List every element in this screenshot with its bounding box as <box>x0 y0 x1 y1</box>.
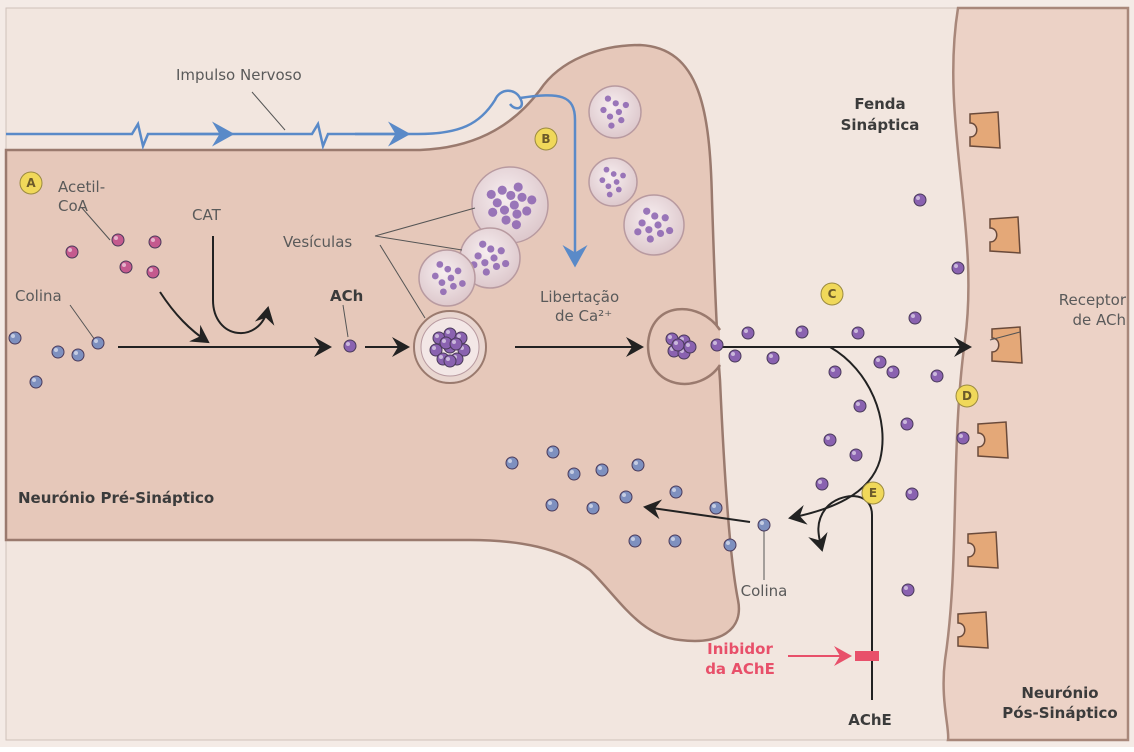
released-ach <box>672 339 684 351</box>
choline-molecule <box>758 519 770 531</box>
label-acetyl-coa-1: Acetil- <box>58 178 105 196</box>
choline-molecule <box>546 499 558 511</box>
choline-molecule <box>568 468 580 480</box>
ach-molecule <box>742 327 754 339</box>
label-ach: ACh <box>330 287 363 305</box>
ach-molecule <box>850 449 862 461</box>
acetyl-coa-molecule <box>149 236 161 248</box>
step-marker-a: A <box>20 172 42 194</box>
ach-molecule <box>887 366 899 378</box>
label-receptor-1: Receptor <box>1059 291 1127 309</box>
acetyl-coa-molecule <box>66 246 78 258</box>
choline-molecule <box>670 486 682 498</box>
ach-molecule <box>344 340 356 352</box>
label-impulse: Impulso Nervoso <box>176 66 302 84</box>
acetyl-coa-molecule <box>120 261 132 273</box>
released-ach <box>684 341 696 353</box>
ach-molecule <box>854 400 866 412</box>
step-marker-b-letter: B <box>541 132 550 146</box>
label-post-neuron-2: Pós-Sináptico <box>1002 704 1117 722</box>
label-vesicles: Vesículas <box>283 233 352 251</box>
ach-molecule <box>874 356 886 368</box>
vesicle-ach <box>450 338 462 350</box>
label-cat: CAT <box>192 206 222 224</box>
step-marker-c-letter: C <box>828 287 837 301</box>
ach-molecule <box>711 339 723 351</box>
step-marker-b: B <box>535 128 557 150</box>
ach-molecule <box>902 584 914 596</box>
ach-molecule <box>729 350 741 362</box>
ach-molecule <box>824 434 836 446</box>
label-cleft-2: Sináptica <box>841 116 920 134</box>
acetyl-coa-molecule <box>147 266 159 278</box>
choline-molecule <box>632 459 644 471</box>
ach-molecule <box>852 327 864 339</box>
choline-molecule <box>710 502 722 514</box>
ach-molecule <box>957 432 969 444</box>
choline-molecule <box>30 376 42 388</box>
label-receptor-2: de ACh <box>1073 311 1127 329</box>
label-pre-neuron: Neurónio Pré-Sináptico <box>18 489 214 507</box>
choline-molecule <box>724 539 736 551</box>
choline-molecule <box>52 346 64 358</box>
choline-molecule <box>9 332 21 344</box>
ach-molecule <box>767 352 779 364</box>
ach-molecule <box>796 326 808 338</box>
step-marker-d: D <box>956 385 978 407</box>
ach-molecule <box>829 366 841 378</box>
label-calcium-2: de Ca²⁺ <box>555 307 612 325</box>
choline-molecule <box>596 464 608 476</box>
vesicle <box>419 250 475 306</box>
ach-molecule <box>952 262 964 274</box>
vesicle <box>589 86 641 138</box>
label-inhibitor-1: Inibidor <box>707 640 773 658</box>
step-marker-d-letter: D <box>962 389 972 403</box>
ach-molecule <box>816 478 828 490</box>
vesicle-ach <box>444 355 456 367</box>
ach-molecule <box>931 370 943 382</box>
inhibitor-block <box>855 651 879 661</box>
label-cleft-1: Fenda <box>854 95 905 113</box>
step-marker-e: E <box>862 482 884 504</box>
label-ache: AChE <box>848 711 892 729</box>
vesicle <box>589 158 637 206</box>
choline-molecule <box>587 502 599 514</box>
choline-molecule <box>620 491 632 503</box>
acetyl-coa-molecule <box>112 234 124 246</box>
label-inhibitor-2: da AChE <box>705 660 775 678</box>
step-marker-e-letter: E <box>869 486 877 500</box>
ach-molecule <box>909 312 921 324</box>
step-marker-a-letter: A <box>26 176 36 190</box>
step-marker-c: C <box>821 283 843 305</box>
label-acetyl-coa-2: CoA <box>58 197 89 215</box>
choline-molecule <box>92 337 104 349</box>
label-post-neuron-1: Neurónio <box>1021 684 1098 702</box>
label-calcium-1: Libertação <box>540 288 619 306</box>
ach-molecule <box>914 194 926 206</box>
vesicle <box>624 195 684 255</box>
label-choline-bottom: Colina <box>741 582 788 600</box>
choline-molecule <box>629 535 641 547</box>
choline-molecule <box>669 535 681 547</box>
ach-molecule <box>906 488 918 500</box>
choline-molecule <box>547 446 559 458</box>
choline-molecule <box>506 457 518 469</box>
choline-molecule <box>72 349 84 361</box>
label-choline-left: Colina <box>15 287 62 305</box>
ach-molecule <box>901 418 913 430</box>
